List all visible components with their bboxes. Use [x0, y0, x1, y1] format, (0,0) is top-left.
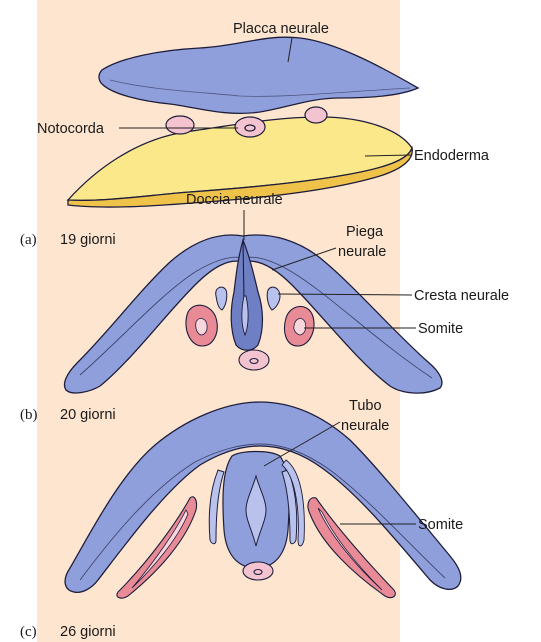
panel-b-age: 20 giorni — [60, 407, 116, 423]
panel-c-letter: (c) — [20, 624, 37, 640]
label-notocorda: Notocorda — [37, 121, 105, 137]
panel-c-age: 26 giorni — [60, 624, 116, 640]
label-doccia-neurale: Doccia neurale — [186, 192, 283, 208]
notochord-b — [239, 350, 269, 370]
label-piega-line1: Piega — [346, 224, 384, 240]
label-piega-line2: neurale — [338, 244, 386, 260]
notochord-c — [243, 562, 273, 580]
label-somite-c: Somite — [418, 517, 463, 533]
somite-right-b-inner — [294, 319, 306, 335]
label-somite-b: Somite — [418, 321, 463, 337]
mesoderm-cell-left — [166, 116, 194, 134]
neural-groove-inner — [242, 296, 248, 335]
panel-a-age: 19 giorni — [60, 232, 116, 248]
label-endoderma: Endoderma — [414, 148, 490, 164]
mesoderm-cell-right — [305, 107, 327, 123]
somite-left-b-inner — [196, 318, 208, 334]
panel-a-letter: (a) — [20, 232, 37, 248]
panel-b-letter: (b) — [20, 407, 38, 423]
label-tubo-line2: neurale — [341, 418, 389, 434]
label-placca-neurale: Placca neurale — [233, 21, 329, 37]
notochord-shape — [235, 117, 265, 137]
label-tubo-line1: Tubo — [349, 398, 382, 414]
label-cresta-neurale: Cresta neurale — [414, 288, 509, 304]
